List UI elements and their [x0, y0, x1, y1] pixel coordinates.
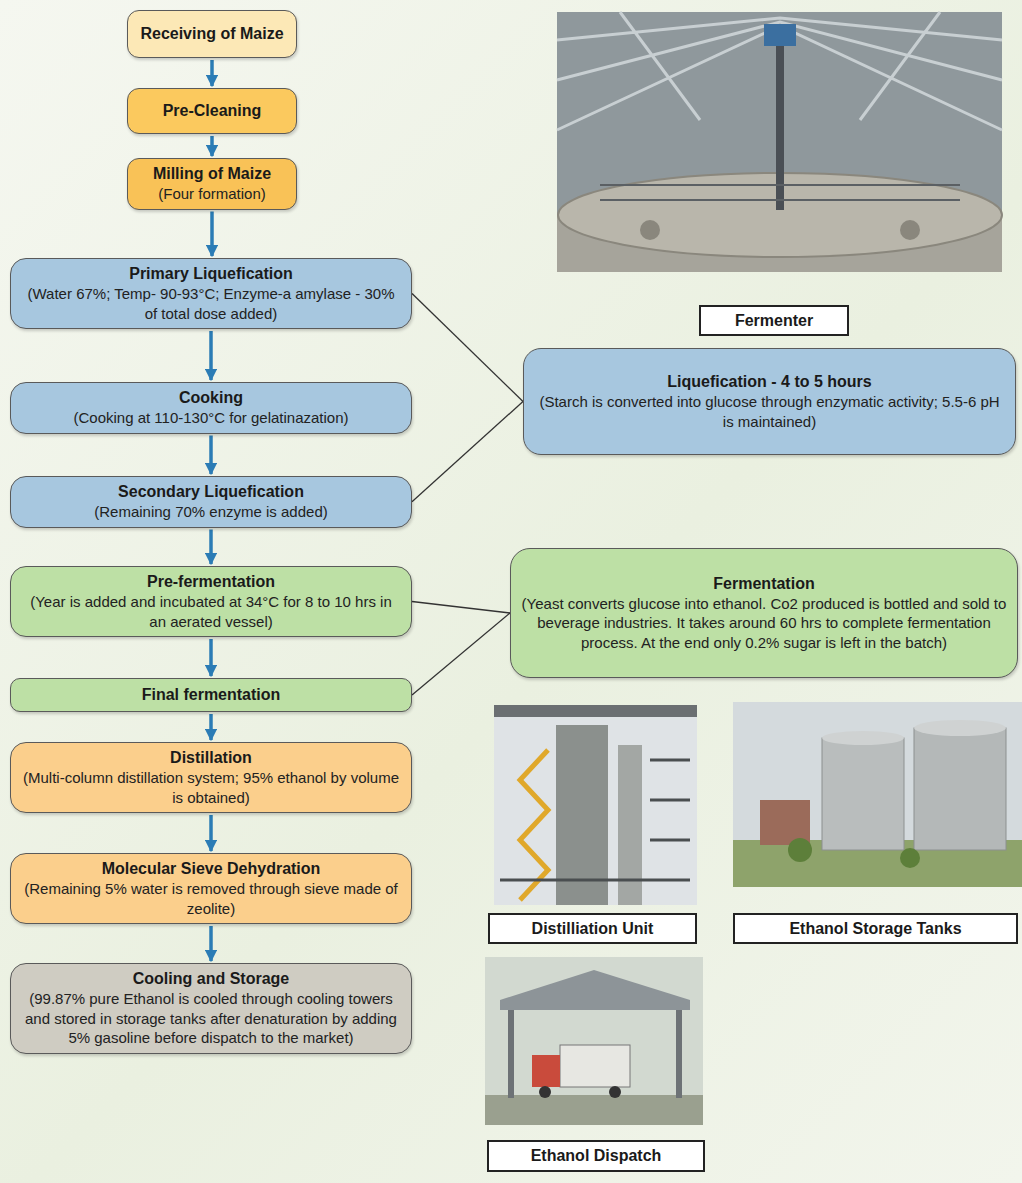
- tank-top: [914, 720, 1006, 736]
- railing: [600, 185, 960, 200]
- tree: [788, 838, 812, 862]
- pillar: [676, 1010, 682, 1098]
- box-description: (Water 67%; Temp- 90-93°C; Enzyme-a amyl…: [21, 284, 401, 323]
- process-box: Final fermentation: [10, 678, 412, 712]
- process-box: Cooling and Storage(99.87% pure Ethanol …: [10, 963, 412, 1054]
- photo-ground: [733, 702, 1022, 887]
- box-title: Primary Liquefication: [129, 264, 293, 284]
- box-title: Cooking: [179, 388, 243, 408]
- connector-line: [412, 294, 523, 402]
- box-title: Pre-Cleaning: [163, 101, 262, 121]
- note-box: Liquefication - 4 to 5 hours(Starch is c…: [523, 348, 1016, 455]
- process-box: Distillation(Multi-column distillation s…: [10, 742, 412, 813]
- process-box: Molecular Sieve Dehydration(Remaining 5%…: [10, 853, 412, 924]
- box-title: Final fermentation: [142, 685, 281, 705]
- box-description: (Cooking at 110-130°C for gelatinazation…: [73, 408, 348, 428]
- manhole: [640, 220, 660, 240]
- distillation-photo: [494, 705, 697, 905]
- process-box: Receiving of Maize: [127, 10, 297, 58]
- box-title: Liquefication - 4 to 5 hours: [667, 372, 871, 392]
- box-title: Cooling and Storage: [133, 969, 289, 989]
- box-title: Distilliation Unit: [532, 919, 654, 939]
- flow-arrow: [210, 60, 214, 86]
- pillar: [508, 1010, 514, 1098]
- ground: [485, 1095, 703, 1125]
- box-description: (Multi-column distillation system; 95% e…: [21, 768, 401, 807]
- box-title: Secondary Liquefication: [118, 482, 304, 502]
- photo-caption: Fermenter: [699, 305, 849, 336]
- box-title: Molecular Sieve Dehydration: [102, 859, 321, 879]
- tree: [900, 848, 920, 868]
- flow-arrow: [209, 436, 213, 475]
- photo-ground: [557, 12, 1002, 272]
- pipes: [500, 760, 690, 880]
- process-box: Pre-Cleaning: [127, 88, 297, 134]
- distillation-column: [556, 725, 608, 905]
- photo-caption: Ethanol Dispatch: [487, 1140, 705, 1172]
- flow-arrow: [209, 331, 213, 380]
- connector-line: [412, 602, 510, 614]
- connector-line: [412, 613, 510, 695]
- box-title: Ethanol Storage Tanks: [789, 919, 961, 939]
- flow-arrow: [209, 815, 213, 851]
- box-title: Receiving of Maize: [140, 24, 283, 44]
- roof-beam: [494, 705, 697, 717]
- manhole: [900, 220, 920, 240]
- fermenter-photo: [557, 12, 1002, 272]
- flow-arrow: [209, 926, 213, 961]
- box-description: (Remaining 70% enzyme is added): [94, 502, 327, 522]
- photo-ground: [485, 957, 703, 1125]
- agitator-shaft: [776, 30, 784, 210]
- flow-arrow: [210, 136, 214, 156]
- flow-arrow: [209, 639, 213, 676]
- note-box: Fermentation(Yeast converts glucose into…: [510, 548, 1018, 678]
- truck-cab: [532, 1055, 560, 1087]
- box-title: Distillation: [170, 748, 252, 768]
- flow-arrow: [209, 530, 213, 565]
- box-title: Ethanol Dispatch: [531, 1146, 662, 1166]
- flow-arrow: [209, 714, 213, 740]
- wheel: [609, 1086, 621, 1098]
- building: [760, 800, 810, 845]
- box-title: Fermenter: [735, 311, 813, 331]
- tank-top: [822, 731, 904, 745]
- box-title: Fermentation: [713, 574, 814, 594]
- agitator-motor: [764, 24, 796, 46]
- stairs: [520, 750, 548, 900]
- process-box: Pre-fermentation(Year is added and incub…: [10, 566, 412, 637]
- truck-tanker: [560, 1045, 630, 1087]
- box-description: (99.87% pure Ethanol is cooled through c…: [21, 989, 401, 1048]
- tank-top: [558, 173, 1002, 257]
- process-box: Cooking(Cooking at 110-130°C for gelatin…: [10, 382, 412, 434]
- box-description: (Yeast converts glucose into ethanol. Co…: [521, 594, 1007, 653]
- box-description: (Four formation): [158, 184, 266, 204]
- process-box: Secondary Liquefication(Remaining 70% en…: [10, 476, 412, 528]
- box-title: Milling of Maize: [153, 164, 271, 184]
- box-title: Pre-fermentation: [147, 572, 275, 592]
- storage-photo: [733, 702, 1022, 887]
- process-box: Milling of Maize(Four formation): [127, 158, 297, 210]
- process-box: Primary Liquefication(Water 67%; Temp- 9…: [10, 258, 412, 329]
- wheel: [539, 1086, 551, 1098]
- storage-tank: [822, 738, 904, 850]
- box-description: (Remaining 5% water is removed through s…: [21, 879, 401, 918]
- dispatch-photo: [485, 957, 703, 1125]
- flow-arrow: [210, 212, 214, 257]
- photo-caption: Ethanol Storage Tanks: [733, 913, 1018, 944]
- canopy: [500, 970, 690, 1010]
- photo-caption: Distilliation Unit: [488, 913, 697, 944]
- connector-line: [412, 402, 523, 502]
- storage-tank: [914, 728, 1006, 850]
- photo-ground: [494, 705, 697, 905]
- box-description: (Year is added and incubated at 34°C for…: [21, 592, 401, 631]
- box-description: (Starch is converted into glucose throug…: [534, 392, 1005, 431]
